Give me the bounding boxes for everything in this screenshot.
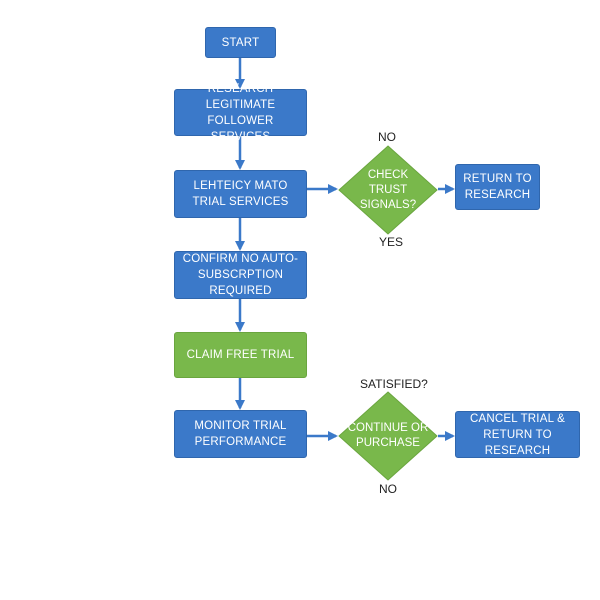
node-monitor-trial-performance-label: MONITOR TRIAL PERFORMANCE [194, 420, 287, 448]
node-start[interactable]: START [205, 27, 276, 58]
node-confirm-no-auto-subscription[interactable]: CONFIRM NO AUTO- SUBSCRPTION REQUIRED [174, 251, 307, 299]
decision-check-trust-signals-label: CHECK TRUST SIGNALS? [359, 168, 417, 211]
decision-continue-or-purchase-label: CONTINUE OR PURCHASE [347, 422, 429, 449]
decision-continue-or-purchase-shape [338, 391, 438, 481]
node-claim-free-trial[interactable]: CLAIM FREE TRIAL [174, 332, 307, 378]
node-confirm-no-auto-subscription-label: CONFIRM NO AUTO- SUBSCRPTION REQUIRED [182, 253, 299, 297]
node-identify-trial-services[interactable]: LEHTEICY MATO TRIAL SERVICES [174, 170, 307, 218]
edge-label-trust-no: NO [378, 130, 396, 144]
node-research-services-label: RESEARCH LEGITIMATE FOLLOWER SERVICES [205, 82, 276, 143]
decision-check-trust-signals-shape [338, 145, 438, 235]
edge-label-satisfied: SATISFIED? [360, 377, 428, 391]
node-claim-free-trial-label: CLAIM FREE TRIAL [186, 349, 295, 361]
decision-continue-or-purchase[interactable]: CONTINUE OR PURCHASE [338, 391, 438, 481]
edge-label-trust-yes: YES [379, 235, 404, 249]
node-start-label: START [221, 36, 260, 49]
node-identify-trial-services-label: LEHTEICY MATO TRIAL SERVICES [192, 180, 289, 208]
node-monitor-trial-performance[interactable]: MONITOR TRIAL PERFORMANCE [174, 410, 307, 458]
node-cancel-trial-label: CANCEL TRIAL & RETURN TO RESEARCH [469, 412, 566, 457]
node-return-to-research-label: RETURN TO RESEARCH [463, 173, 532, 201]
node-research-services[interactable]: RESEARCH LEGITIMATE FOLLOWER SERVICES [174, 83, 307, 143]
node-return-to-research[interactable]: RETURN TO RESEARCH [455, 164, 540, 210]
edge-label-satisfied-no: NO [379, 482, 397, 496]
decision-check-trust-signals[interactable]: CHECK TRUST SIGNALS? [338, 145, 438, 235]
node-cancel-trial[interactable]: CANCEL TRIAL & RETURN TO RESEARCH [455, 411, 580, 458]
